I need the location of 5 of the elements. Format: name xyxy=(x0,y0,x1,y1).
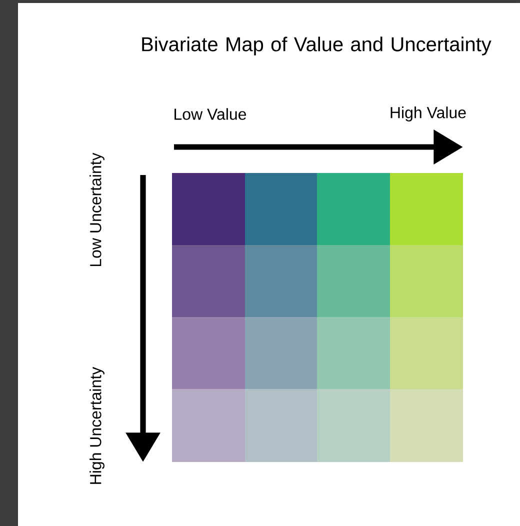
title: Bivariate Map of Value and Uncertainty xyxy=(142,36,492,56)
axis-label: High Value xyxy=(390,106,466,122)
axis-label: Low Uncertainty xyxy=(90,152,104,266)
axis-label: Low Value xyxy=(174,108,246,120)
axis-label: High Uncertainty xyxy=(90,366,104,484)
